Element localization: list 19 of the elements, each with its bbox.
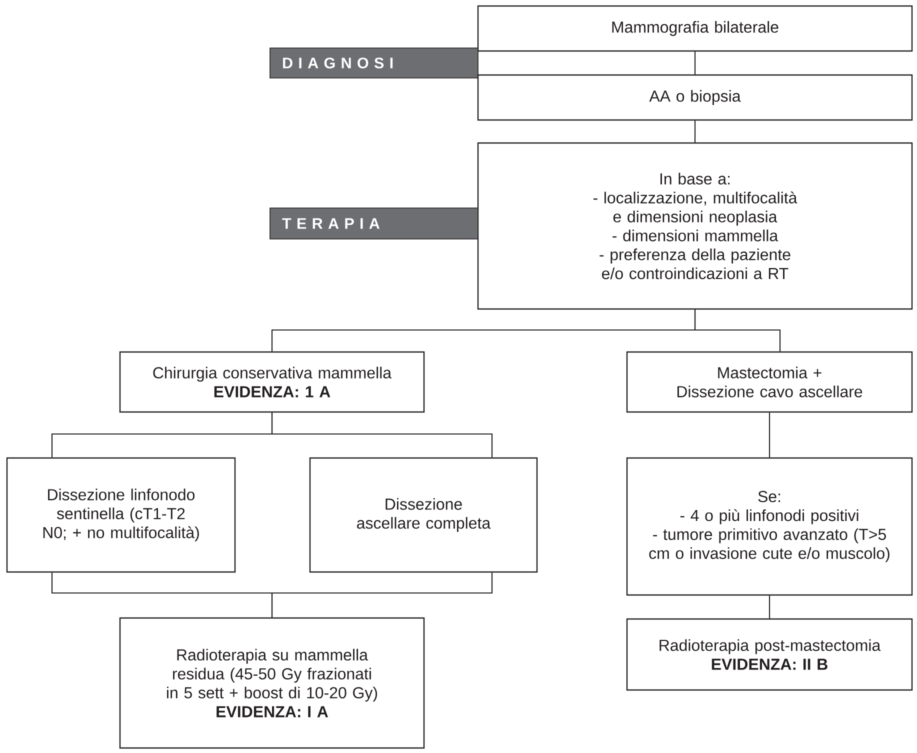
flow-box: Dissezione ascellare completa — [309, 457, 538, 573]
flow-box: Se: - 4 o più linfonodi positivi - tumore primitivo avanzato (T>5 cm o invasione cute e/o muscolo) — [626, 457, 913, 596]
flow-box: Dissezione linfonodo sentinella (cT1-T2 N0; + no multifocalità) — [6, 457, 236, 573]
flow-box: Chirurgia conservativa mammella EVIDENZA: 1 A — [119, 351, 425, 413]
flow-box: Mammografia bilaterale — [477, 5, 913, 52]
connector-line — [694, 120, 696, 142]
flow-box: Radioterapia su mammella residua (45-50 Gy frazionati in 5 sett + boost di 10-20 Gy) EVIDENZA: I A — [119, 617, 425, 749]
connector-line — [271, 572, 493, 618]
flow-box: AA o biopsia — [477, 74, 913, 121]
flow-box: In base a: - localizzazione, multifocalità e dimensioni neoplasia - dimensioni mammella - preferenza della paziente e/o controindicazioni a RT — [477, 142, 913, 310]
connector-line — [694, 52, 696, 74]
flow-box: Mastectomia + Dissezione cavo ascellare — [626, 351, 913, 413]
flow-box: Radioterapia post-mastectomia EVIDENZA: II B — [626, 618, 913, 691]
connector-line — [694, 310, 781, 352]
section-band: D I A G N O S I — [270, 48, 478, 78]
section-band: T E R A P I A — [270, 208, 478, 240]
connector-line — [768, 596, 770, 618]
connector-line — [768, 412, 770, 458]
connector-line — [271, 412, 493, 458]
